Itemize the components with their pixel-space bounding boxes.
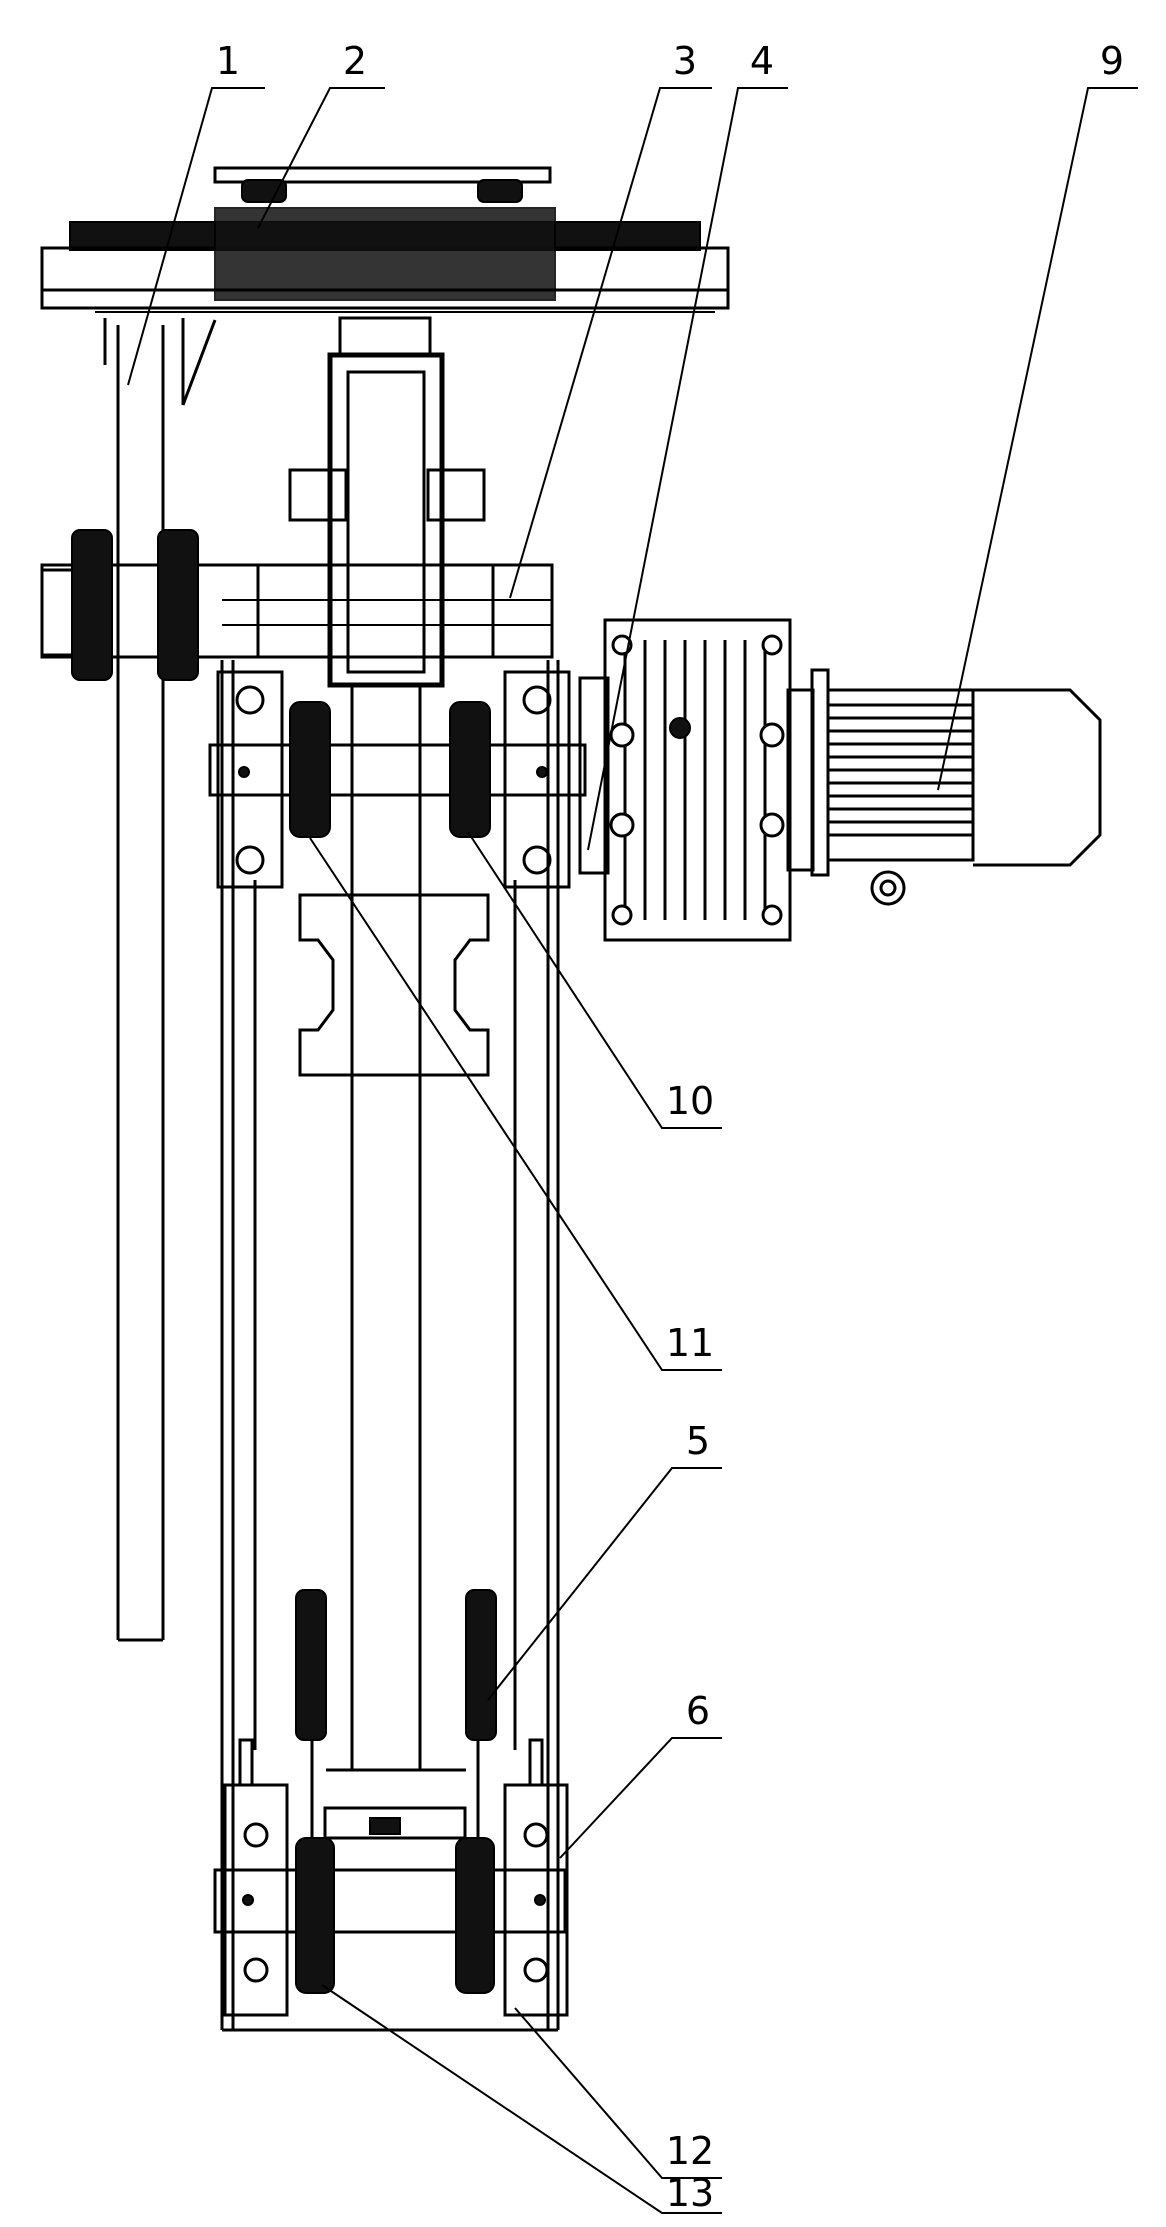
callout-3: 3 [673,39,697,83]
leader-6 [559,1737,722,1859]
bottom-carriage [213,1738,569,2017]
leader-4 [587,87,788,851]
central-column [288,316,486,1770]
leader-2 [257,87,385,229]
callout-10: 10 [666,1079,714,1123]
top-platform [40,166,730,313]
leader-3 [509,87,712,599]
callout-9: 9 [1100,39,1124,83]
leader-12 [514,2007,722,2179]
callout-12: 12 [666,2129,714,2173]
callout-5: 5 [686,1419,710,1463]
callout-2: 2 [343,39,367,83]
callout-labels: 1 2 3 4 9 10 11 5 6 12 13 [216,39,1124,2215]
callout-4: 4 [750,39,774,83]
leader-10 [467,831,722,1129]
leader-13 [321,1984,722,2214]
callout-1: 1 [216,39,240,83]
callout-13: 13 [666,2171,714,2215]
leader-9 [937,87,1138,791]
upper-carriage [40,529,554,681]
leader-lines [127,87,1138,2214]
callout-6: 6 [686,1689,710,1733]
leader-1 [127,87,265,386]
leader-5 [487,1467,722,1701]
upper-drive [208,670,587,889]
vertical-rod [103,318,217,1642]
callout-11: 11 [666,1321,714,1365]
gearbox [578,618,815,942]
leader-11 [309,837,722,1371]
i-beam [298,893,490,1077]
motor [810,668,1102,906]
lower-sprockets [295,1589,497,1870]
